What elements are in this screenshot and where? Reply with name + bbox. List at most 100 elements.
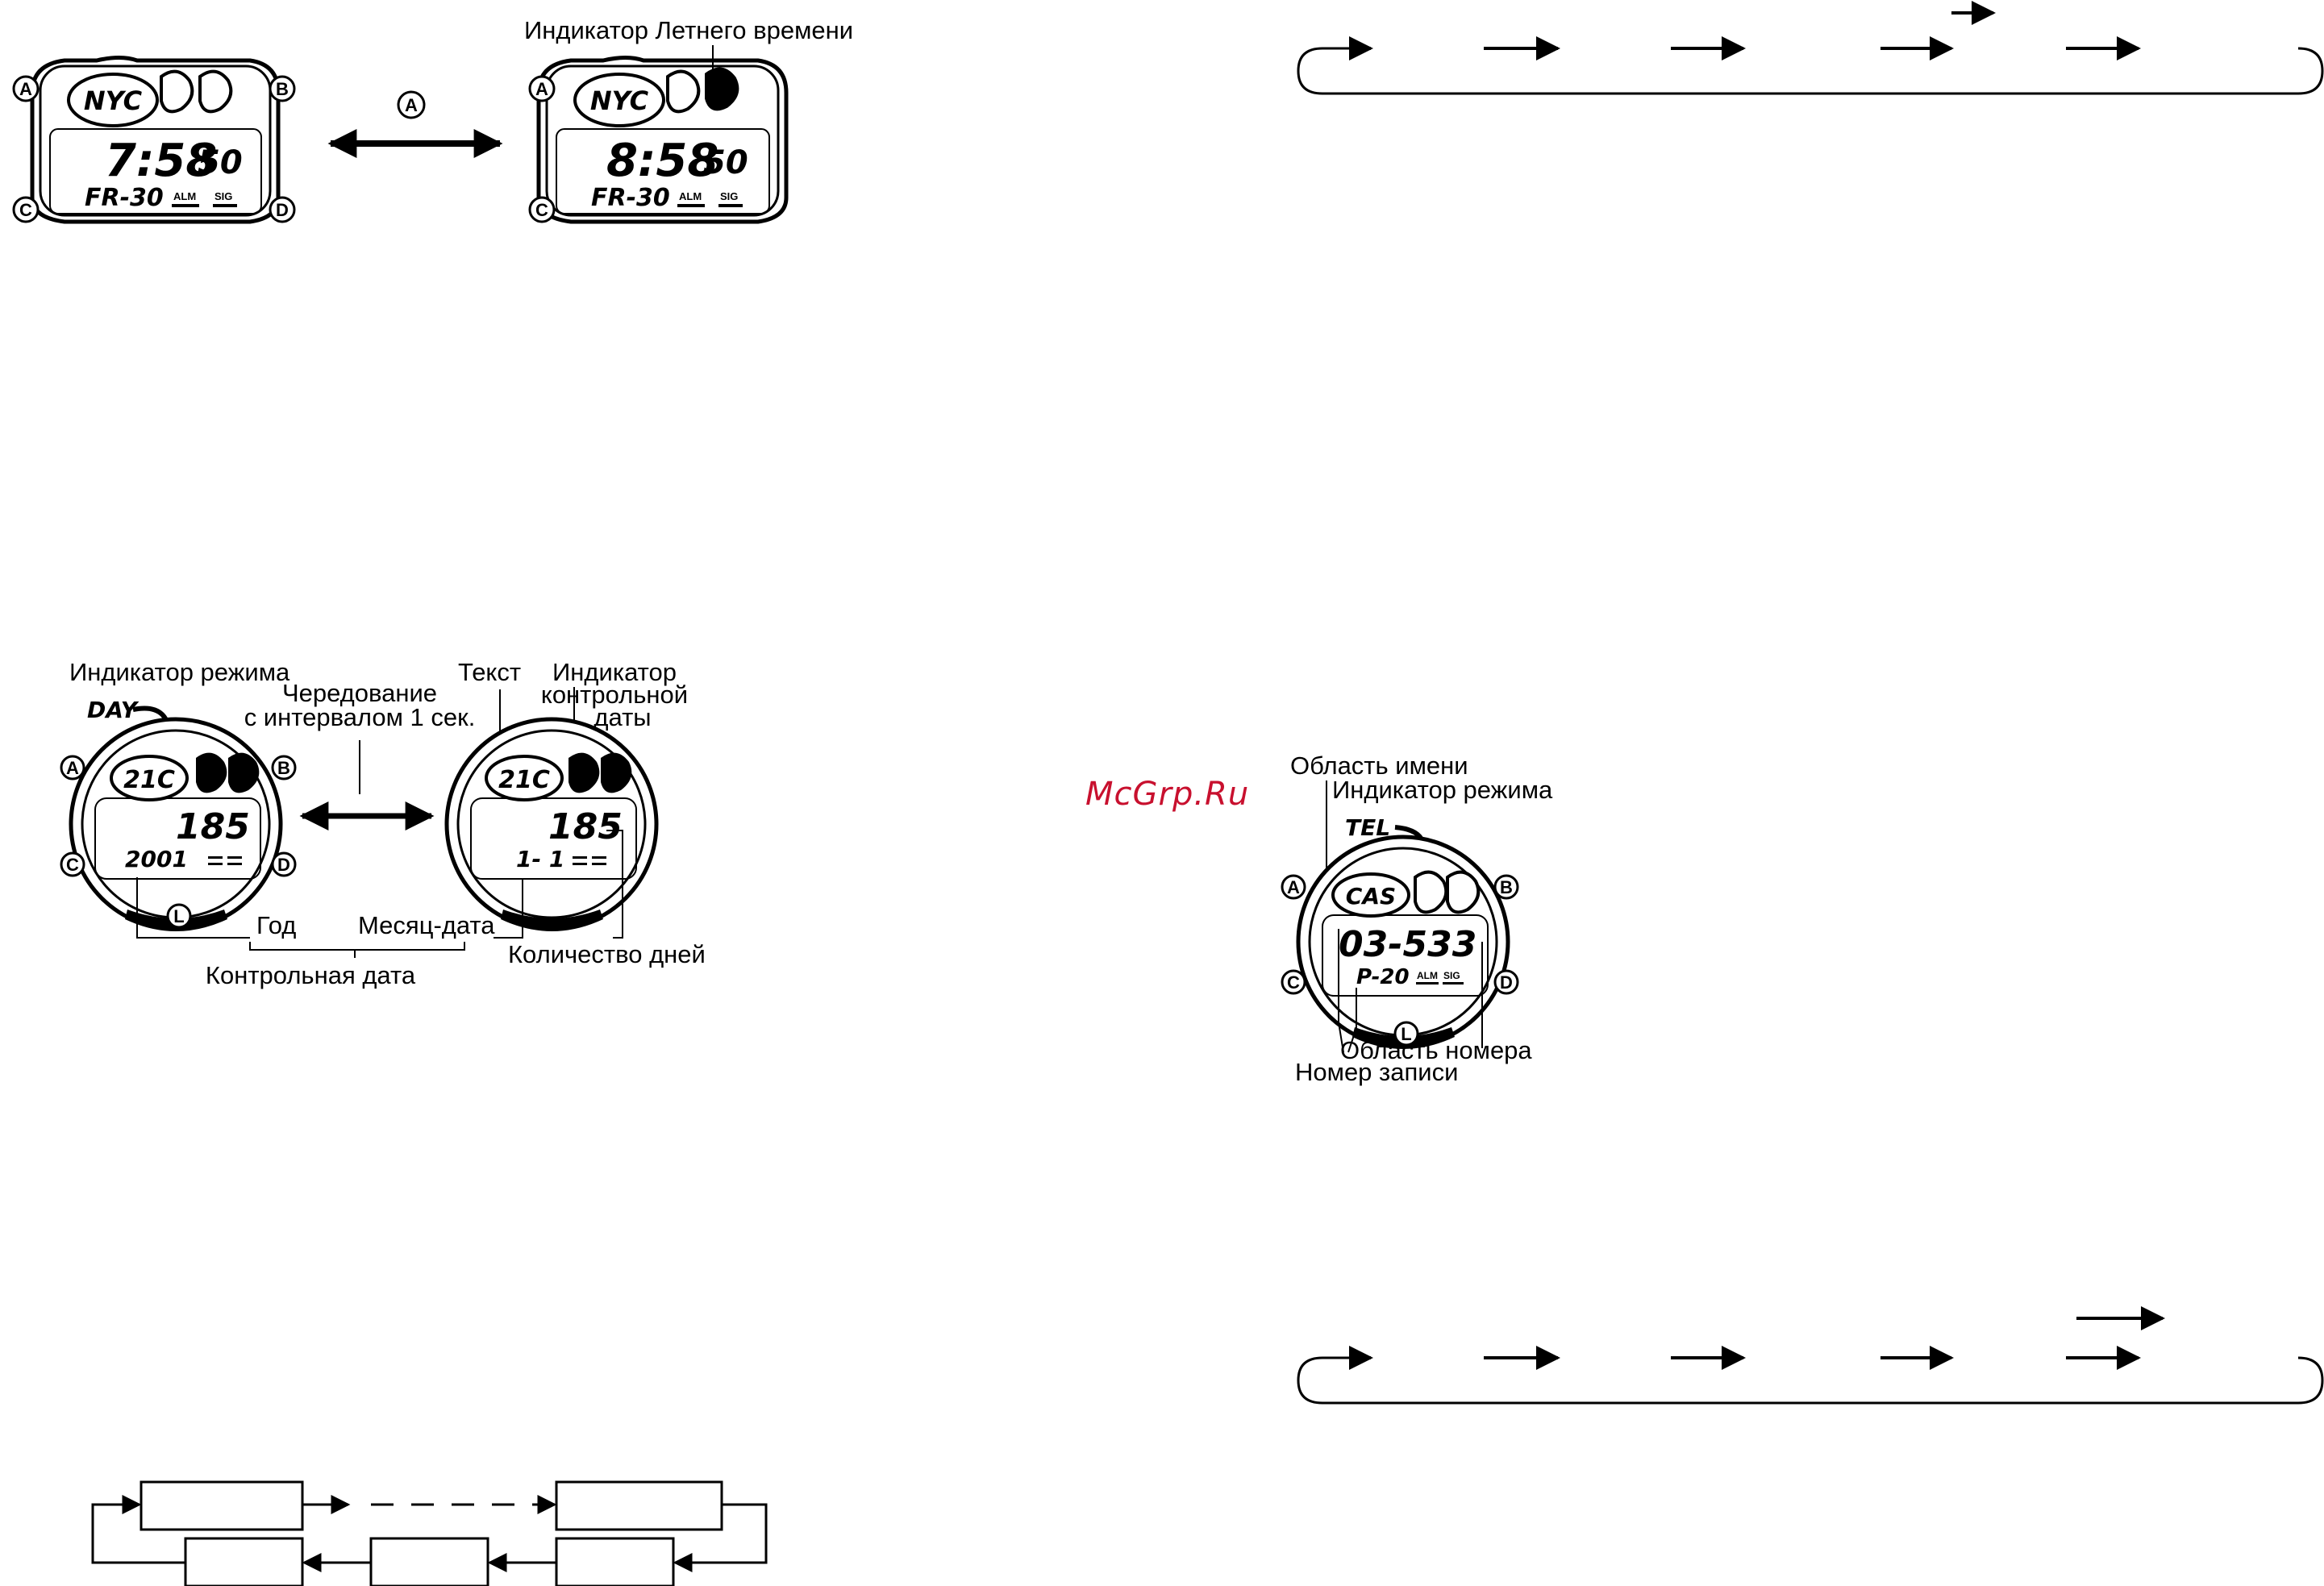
name-text: 21C [498,766,550,794]
button-c: C [60,851,85,877]
number-digits: 03-533 [1339,924,1476,965]
figure-dst: NYC 7:58 50 FR-30 ALM SIG A B C [12,16,853,224]
mode-cycle-diagram-bottom [1297,1306,2324,1405]
sig-indicator: SIG [214,190,232,202]
name-text: 21C [123,766,175,794]
record-number: P-20 [1356,965,1410,989]
flow-box [369,1537,489,1586]
indicator-icon [601,752,632,793]
svg-text:C: C [19,200,32,220]
target-indicator-label-line1: Индикатор [552,658,677,686]
name-text: CAS [1346,883,1396,910]
dst-indicator-icon [705,67,739,111]
alternate-label-line1: Чередование [282,679,437,707]
indicator-icon [196,752,227,793]
seconds-digits: 50 [198,144,243,181]
bottom-text: FR-30 [591,184,670,212]
button-a: A [60,755,85,781]
watch-right: NYC 8:58 50 FR-30 ALM SIG Индикатор Летн… [524,16,853,224]
watch-day-right: 21C 185 1- 1 [444,717,659,931]
days-digits: 185 [176,806,250,847]
indicator-hook-icon [198,69,233,114]
bottom-text: FR-30 [85,184,164,212]
alternate-label-line2: с интервалом 1 сек. [244,703,476,731]
svg-text:B: B [276,79,289,99]
button-c-left: C [12,196,40,223]
seconds-digits: 50 [703,144,748,181]
svg-text:B: B [1500,877,1513,897]
indicator-hook-icon [666,69,701,114]
time-digits: 7:58 [105,135,217,187]
svg-text:L: L [173,906,184,926]
sig-indicator: SIG [720,190,738,202]
indicator-hook-icon [160,69,194,114]
button-l: L [166,903,192,929]
svg-text:C: C [1287,972,1300,993]
svg-text:A: A [535,79,548,99]
city-code: NYC [84,85,143,116]
watermark: McGrp.Ru [1085,776,1249,813]
figure-day: Индикатор режима DAY Чередование с интер… [60,658,706,989]
mode-cycle-diagram-top [1297,1,2324,95]
button-d: D [271,851,297,877]
number-area-label: Область номера [1340,1036,1532,1064]
mode-word: TEL [1345,814,1390,841]
button-a-left: A [12,75,40,102]
record-number-label: Номер записи [1295,1058,1458,1086]
indicator-icon [569,752,600,793]
flow-box [555,1537,675,1586]
flow-box [555,1480,723,1531]
button-a-right: A [528,75,556,102]
dst-indicator-label: Индикатор Летнего времени [524,16,853,44]
svg-text:B: B [277,758,290,778]
watch-day-left: 21C 185 2001 A B C D L [60,717,297,931]
year-digits: 2001 [125,846,188,872]
svg-text:A: A [19,79,32,99]
target-date-label: Контрольная дата [206,961,416,989]
text-label: Текст [458,658,521,686]
button-a-label: A [405,95,418,115]
figure-tel: Область имени Индикатор режима TEL CAS 0… [1281,751,1553,1086]
button-c-right: C [528,196,556,223]
svg-text:C: C [535,200,548,220]
flow-box [184,1537,304,1586]
svg-text:D: D [276,200,289,220]
flow-diagram-bottom-left [91,1480,768,1586]
svg-text:A: A [1287,877,1300,897]
svg-text:L: L [1401,1024,1411,1044]
button-b-left: B [269,75,296,102]
alm-indicator: ALM [1417,970,1438,981]
svg-text:D: D [277,855,290,875]
sig-indicator: SIG [1443,970,1460,981]
mode-word: DAY [87,697,140,723]
days-digits: 185 [548,806,623,847]
indicator-hook-icon [1414,870,1448,914]
city-code: NYC [590,85,649,116]
days-count-label: Количество дней [508,940,706,968]
svg-text:C: C [66,855,79,875]
time-digits: 8:58 [606,135,718,187]
flow-box [140,1480,304,1531]
svg-text:A: A [66,758,79,778]
target-indicator-label-line2: контрольной [541,681,688,709]
svg-text:D: D [1500,972,1513,993]
target-indicator-label-line3: даты [593,703,651,731]
indicator-icon [228,752,260,793]
toggle-arrow: A [327,90,503,158]
alm-indicator: ALM [173,190,196,202]
name-area-label: Область имени [1290,751,1468,780]
mode-indicator-label: Индикатор режима [1332,776,1553,804]
button-d: D [1493,969,1519,995]
button-c: C [1281,969,1306,995]
button-l: L [1393,1021,1419,1047]
month-date-label: Месяц-дата [358,911,495,939]
alm-indicator: ALM [679,190,702,202]
mode-indicator-label: Индикатор режима [69,658,290,686]
year-label: Год [256,911,296,939]
button-b: B [1493,874,1519,900]
button-d-left: D [269,196,296,223]
watch-left: NYC 7:58 50 FR-30 ALM SIG A B C [12,56,296,224]
month-day-digits: 1- 1 [516,846,564,872]
